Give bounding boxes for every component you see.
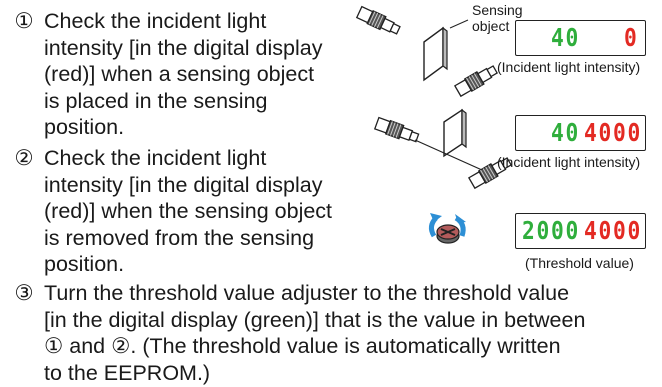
step-2-text: Check the incident light intensity [in t… bbox=[44, 146, 333, 276]
step-1-marker: ① bbox=[14, 9, 34, 33]
threshold-adjuster-icon bbox=[428, 213, 466, 244]
panel-2-caption: (Incident light intensity) bbox=[497, 154, 641, 170]
digital-display-panel-3: 2000 4000 bbox=[515, 213, 646, 249]
step-2: ② Check the incident light intensity [in… bbox=[12, 145, 362, 280]
fiber-sensor-head-icon bbox=[355, 5, 401, 35]
display-green-value-1: 40 bbox=[551, 23, 580, 52]
step-2-marker: ② bbox=[14, 146, 34, 170]
fiber-sensor-head-icon bbox=[453, 65, 499, 98]
light-beam-line bbox=[414, 139, 483, 171]
sensing-object-icon bbox=[443, 108, 467, 158]
step-3: ③ Turn the threshold value adjuster to t… bbox=[12, 280, 662, 386]
display-red-value-1: 0 bbox=[624, 23, 639, 52]
fiber-sensor-head-icon bbox=[373, 116, 420, 143]
sensing-object-icon bbox=[423, 26, 448, 82]
display-green-value-3: 2000 bbox=[522, 216, 580, 245]
display-green-value-2: 40 bbox=[551, 118, 580, 147]
step-3-text: Turn the threshold value adjuster to the… bbox=[44, 281, 586, 385]
sensing-object-label: Sensing object bbox=[472, 2, 523, 34]
panel-3-caption: (Threshold value) bbox=[525, 255, 634, 271]
digital-display-panel-1: 40 0 bbox=[515, 20, 646, 56]
display-red-value-2: 4000 bbox=[584, 118, 642, 147]
digital-display-panel-2: 40 4000 bbox=[515, 115, 646, 151]
panel-1-caption: (Incident light intensity) bbox=[497, 59, 641, 75]
step-3-marker: ③ bbox=[14, 281, 34, 305]
step-1: ① Check the incident light intensity [in… bbox=[12, 8, 362, 148]
step-1-text: Check the incident light intensity [in t… bbox=[44, 9, 323, 139]
display-red-value-3: 4000 bbox=[584, 216, 642, 245]
fiber-sensor-head-icon bbox=[467, 157, 513, 190]
